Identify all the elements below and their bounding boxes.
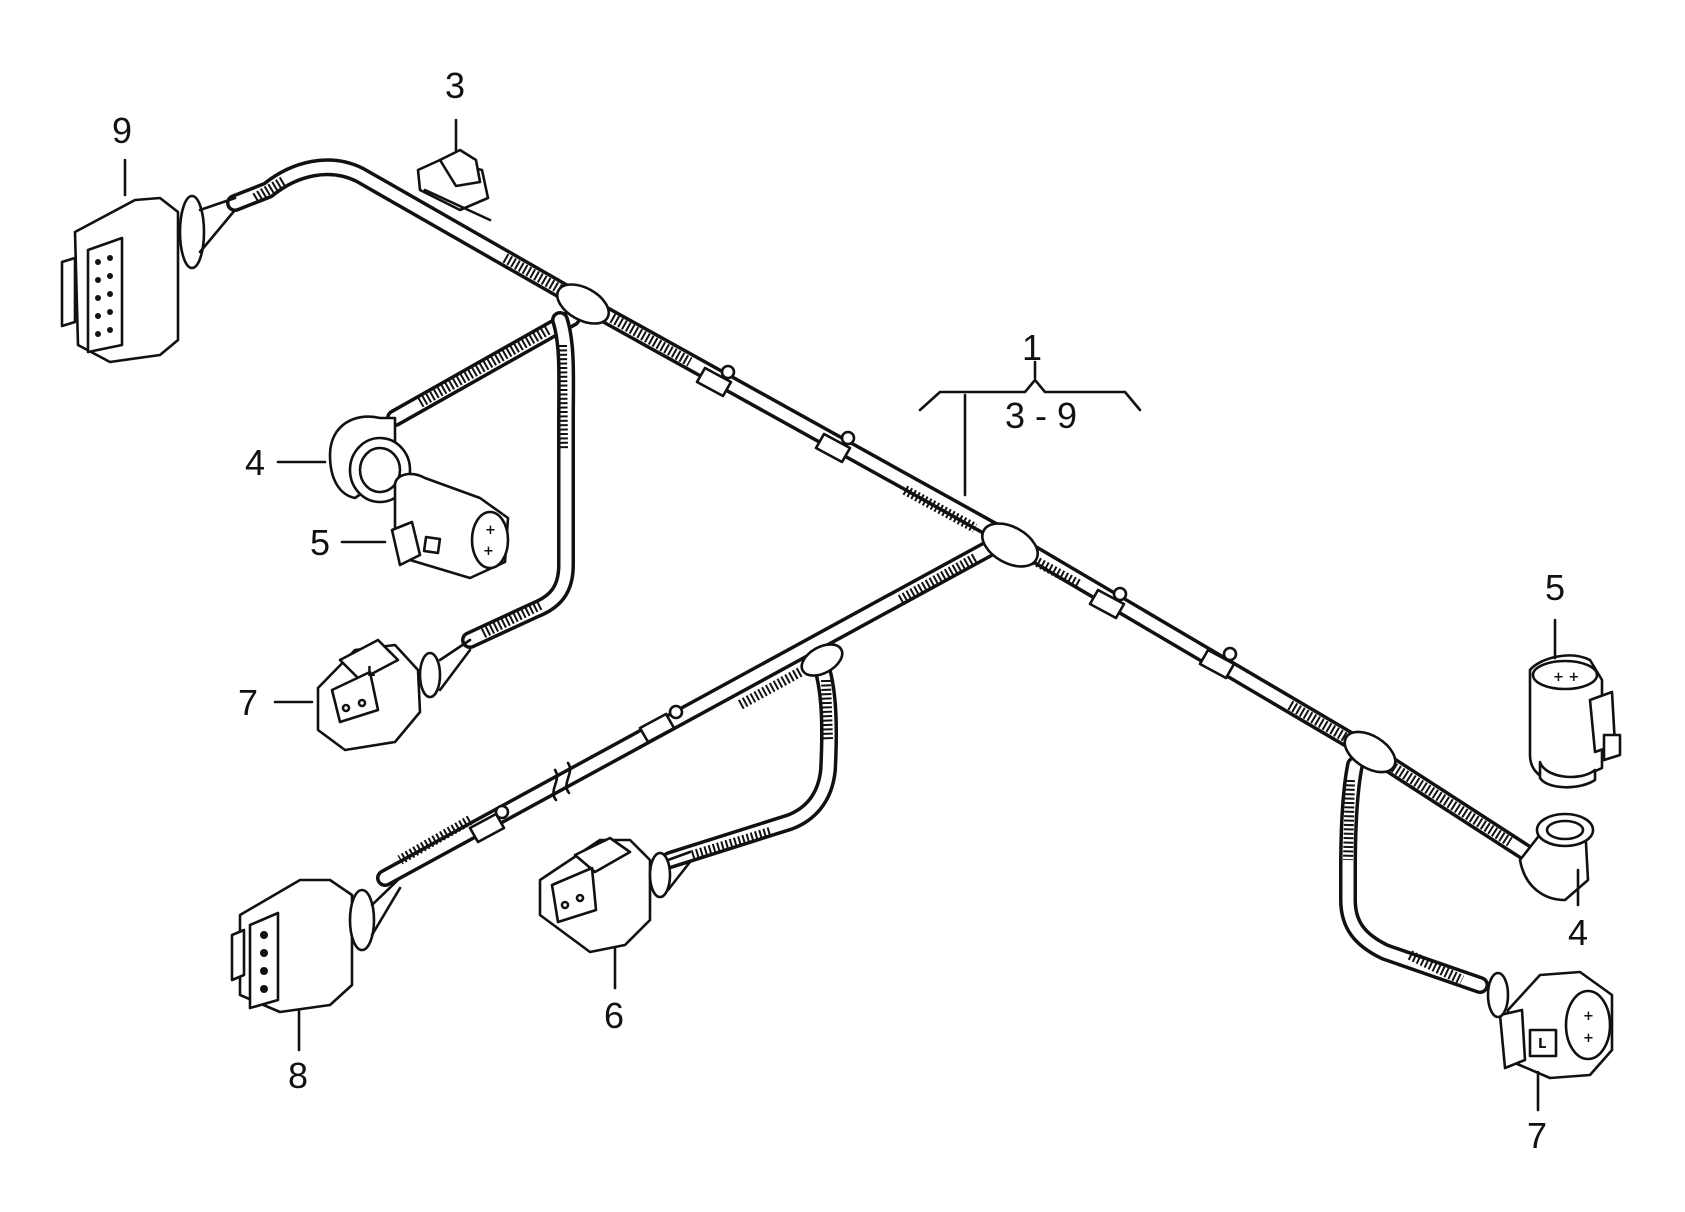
cable-clip-icon <box>695 364 736 398</box>
2-pin-connector-icon: L <box>316 638 472 752</box>
2-pin-connector-icon: + + <box>1528 654 1622 789</box>
callout-5-right: 5 <box>1545 567 1565 608</box>
cable-clip-icon <box>814 430 856 464</box>
svg-text:L: L <box>367 665 375 680</box>
callout-5-left: 5 <box>310 522 330 563</box>
svg-text:+: + <box>1583 1031 1594 1046</box>
callout-4-right: 4 <box>1568 912 1588 953</box>
cable-clip-icon <box>468 804 510 844</box>
cable-clip-icon <box>416 148 492 222</box>
4-pin-connector-icon <box>230 876 402 1014</box>
callout-6: 6 <box>604 995 624 1036</box>
sensor-holder-ring-icon <box>1518 812 1595 902</box>
svg-text:+: + <box>483 544 494 559</box>
svg-text:+ +: + + <box>1553 670 1579 685</box>
cable-clip-icon <box>638 704 684 744</box>
wiring-harness <box>226 158 1534 994</box>
10-pin-connector-icon <box>60 194 237 364</box>
2-pin-connector-icon: + + <box>390 472 510 580</box>
2-pin-connector-icon <box>538 836 692 954</box>
svg-text:+: + <box>1583 1009 1594 1024</box>
callout-labels: 9 3 1 3 - 9 4 5 7 8 6 5 4 7 <box>112 65 1588 1156</box>
callout-range: 3 - 9 <box>1005 395 1077 436</box>
svg-text:L: L <box>1538 1037 1546 1052</box>
callout-lines <box>123 118 1580 1112</box>
callout-7-left: 7 <box>238 682 258 723</box>
callout-8: 8 <box>288 1055 308 1096</box>
cable-clip-icon <box>1198 646 1238 680</box>
callout-7-right: 7 <box>1527 1115 1547 1156</box>
callout-9: 9 <box>112 110 132 151</box>
svg-text:+: + <box>485 523 496 538</box>
2-pin-connector-icon: L + + <box>1486 970 1614 1080</box>
callout-4-left: 4 <box>245 442 265 483</box>
cable-clip-icon <box>1088 586 1128 620</box>
callout-1: 1 <box>1022 327 1042 368</box>
callout-3: 3 <box>445 65 465 106</box>
